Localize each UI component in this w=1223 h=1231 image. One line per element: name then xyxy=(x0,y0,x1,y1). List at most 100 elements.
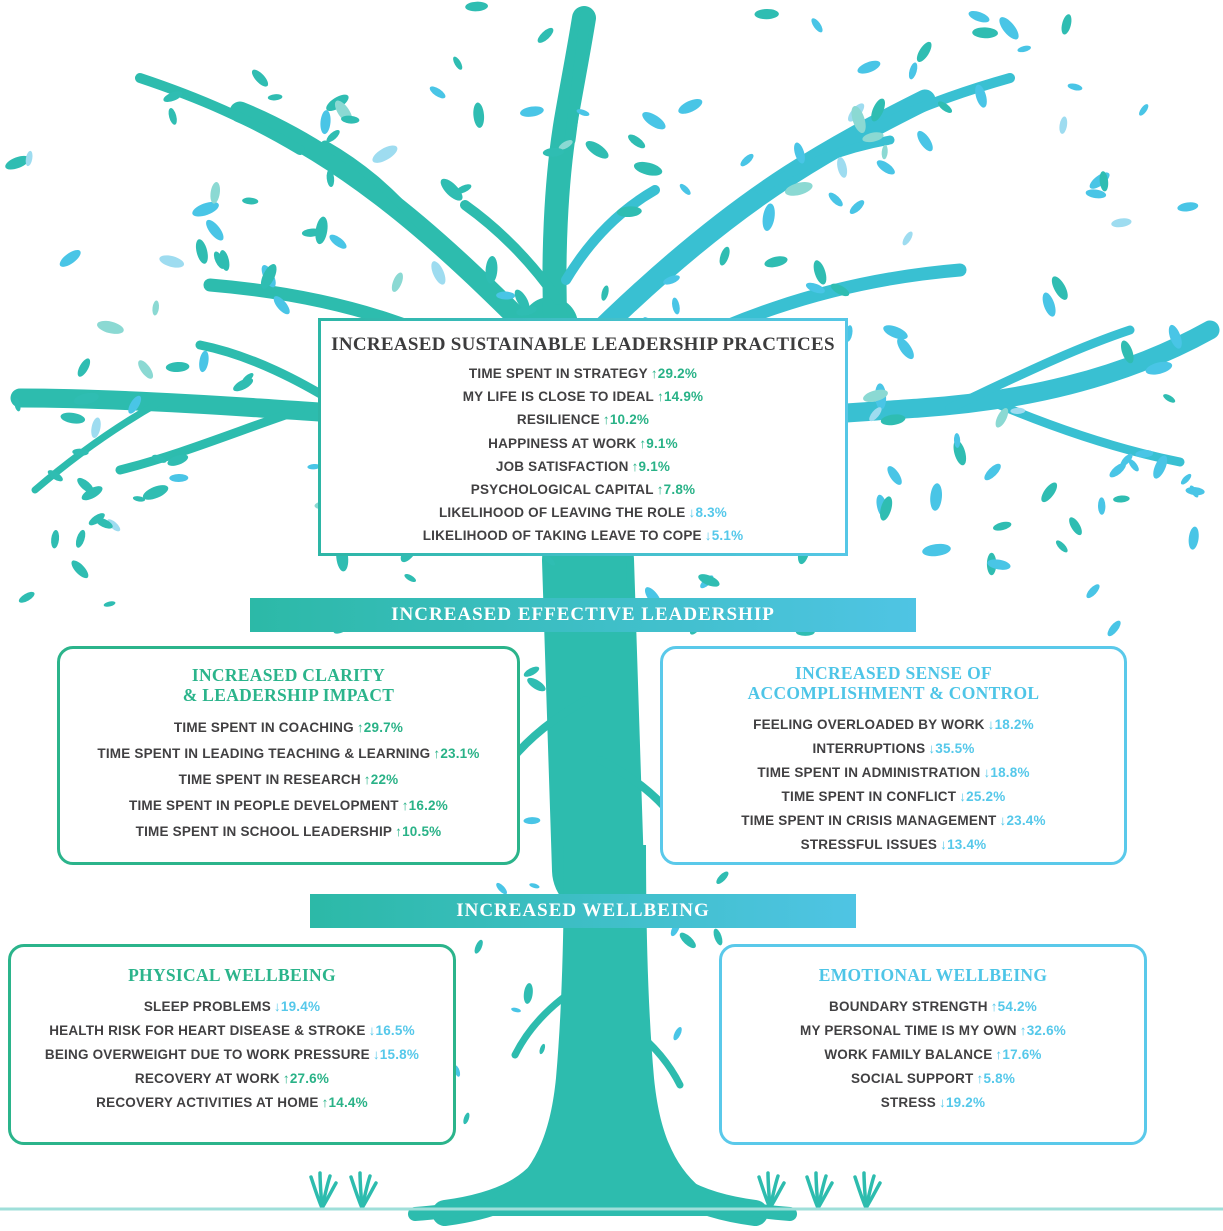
box-title: INCREASED SENSE OF ACCOMPLISHMENT & CONT… xyxy=(663,663,1124,703)
trend-arrow-icon: ↑ xyxy=(990,999,998,1014)
stat-delta: 14.9% xyxy=(663,389,704,405)
stat-delta: 19.4% xyxy=(280,999,321,1014)
banner-label: INCREASED EFFECTIVE LEADERSHIP xyxy=(391,604,775,625)
stat-delta: 10.5% xyxy=(402,824,442,839)
stat-delta: 8.3% xyxy=(695,505,728,521)
stat-label: STRESSFUL ISSUES xyxy=(800,837,938,852)
stat-item: SOCIAL SUPPORT↑5.8% xyxy=(722,1067,1144,1091)
stat-label: RECOVERY ACTIVITIES AT HOME xyxy=(96,1095,319,1110)
stat-label: MY LIFE IS CLOSE TO IDEAL xyxy=(462,389,655,405)
stat-label: BOUNDARY STRENGTH xyxy=(829,999,988,1014)
stat-delta: 15.8% xyxy=(379,1047,420,1062)
stat-label: TIME SPENT IN LEADING TEACHING & LEARNIN… xyxy=(97,746,431,761)
stat-item: TIME SPENT IN ADMINISTRATION↓18.8% xyxy=(663,761,1124,785)
trend-arrow-icon: ↑ xyxy=(356,720,364,735)
stat-delta: 9.1% xyxy=(638,458,671,474)
stat-value: ↑16.2% xyxy=(402,798,448,813)
trend-arrow-icon: ↓ xyxy=(372,1047,380,1062)
stat-item: TIME SPENT IN PEOPLE DEVELOPMENT↑16.2% xyxy=(60,793,517,819)
stat-value: ↓8.3% xyxy=(688,505,727,520)
stat-value: ↓16.5% xyxy=(369,1023,415,1038)
trend-arrow-icon: ↓ xyxy=(940,837,948,852)
stat-item: RECOVERY AT WORK↑27.6% xyxy=(11,1067,453,1091)
stat-item: HAPPINESS AT WORK↑9.1% xyxy=(321,432,845,455)
stat-value: ↑27.6% xyxy=(283,1071,329,1086)
stat-value: ↑29.7% xyxy=(357,720,403,735)
stat-list: TIME SPENT IN STRATEGY↑29.2% MY LIFE IS … xyxy=(321,362,845,548)
stat-value: ↑14.9% xyxy=(657,389,703,404)
stat-delta: 23.4% xyxy=(1006,813,1046,828)
stat-delta: 54.2% xyxy=(997,999,1037,1014)
stat-item: FEELING OVERLOADED BY WORK↓18.2% xyxy=(663,713,1124,737)
stat-value: ↑17.6% xyxy=(995,1047,1041,1062)
banner-label: INCREASED WELLBEING xyxy=(456,900,710,921)
stat-list: BOUNDARY STRENGTH↑54.2% MY PERSONAL TIME… xyxy=(722,995,1144,1115)
stat-delta: 5.1% xyxy=(711,528,744,544)
stat-item: TIME SPENT IN COACHING↑29.7% xyxy=(60,715,517,741)
stat-item: TIME SPENT IN STRATEGY↑29.2% xyxy=(321,362,845,385)
stat-label: INTERRUPTIONS xyxy=(812,741,926,756)
stat-item: TIME SPENT IN LEADING TEACHING & LEARNIN… xyxy=(60,741,517,767)
stat-label: TIME SPENT IN PEOPLE DEVELOPMENT xyxy=(129,798,399,813)
trend-arrow-icon: ↓ xyxy=(688,505,696,521)
clarity-leadership-impact-box: INCREASED CLARITY & LEADERSHIP IMPACT TI… xyxy=(57,646,520,865)
stat-delta: 10.2% xyxy=(609,412,650,428)
stat-item: STRESSFUL ISSUES↓13.4% xyxy=(663,833,1124,857)
trend-arrow-icon: ↓ xyxy=(983,765,991,780)
stat-value: ↑32.6% xyxy=(1020,1023,1066,1038)
stat-item: WORK FAMILY BALANCE↑17.6% xyxy=(722,1043,1144,1067)
stat-label: TIME SPENT IN COACHING xyxy=(173,720,354,735)
stat-delta: 18.2% xyxy=(994,717,1034,732)
stat-value: ↑54.2% xyxy=(991,999,1037,1014)
box-title: INCREASED SUSTAINABLE LEADERSHIP PRACTIC… xyxy=(331,334,835,355)
stat-value: ↑29.2% xyxy=(651,366,697,381)
stat-delta: 32.6% xyxy=(1026,1023,1066,1038)
trend-arrow-icon: ↑ xyxy=(395,824,403,839)
stat-delta: 29.2% xyxy=(657,366,698,381)
stat-value: ↑14.4% xyxy=(322,1095,368,1110)
stat-label: TIME SPENT IN ADMINISTRATION xyxy=(757,765,981,780)
stat-label: LIKELIHOOD OF TAKING LEAVE TO COPE xyxy=(422,528,702,544)
stat-label: RESILIENCE xyxy=(516,412,600,428)
stat-delta: 18.8% xyxy=(990,765,1030,780)
stat-label: TIME SPENT IN SCHOOL LEADERSHIP xyxy=(135,824,393,839)
stat-label: TIME SPENT IN RESEARCH xyxy=(178,772,361,787)
stat-item: TIME SPENT IN RESEARCH↑22% xyxy=(60,767,517,793)
trend-arrow-icon: ↑ xyxy=(995,1047,1003,1062)
stat-value: ↑23.1% xyxy=(433,746,479,761)
stat-value: ↓5.1% xyxy=(705,528,744,543)
stat-value: ↓18.2% xyxy=(988,717,1034,732)
trend-arrow-icon: ↑ xyxy=(321,1095,329,1110)
stat-label: LIKELIHOOD OF LEAVING THE ROLE xyxy=(438,505,686,521)
trend-arrow-icon: ↑ xyxy=(650,366,658,381)
stat-value: ↑7.8% xyxy=(657,482,696,497)
stat-delta: 14.4% xyxy=(328,1095,368,1110)
stat-delta: 9.1% xyxy=(646,435,678,451)
stat-item: LIKELIHOOD OF LEAVING THE ROLE↓8.3% xyxy=(321,501,845,524)
stat-value: ↓15.8% xyxy=(373,1047,419,1062)
stat-label: MY PERSONAL TIME IS MY OWN xyxy=(800,1023,1017,1038)
stat-item: TIME SPENT IN SCHOOL LEADERSHIP↑10.5% xyxy=(60,819,517,845)
stat-label: RECOVERY AT WORK xyxy=(134,1071,280,1086)
stat-delta: 17.6% xyxy=(1002,1047,1042,1062)
stat-label: HEALTH RISK FOR HEART DISEASE & STROKE xyxy=(49,1023,366,1038)
stat-label: FEELING OVERLOADED BY WORK xyxy=(753,717,985,732)
box-title: EMOTIONAL WELLBEING xyxy=(818,965,1048,985)
stat-delta: 7.8% xyxy=(663,482,696,498)
trend-arrow-icon: ↓ xyxy=(959,789,967,804)
trend-arrow-icon: ↓ xyxy=(928,741,936,756)
trend-arrow-icon: ↓ xyxy=(987,717,995,732)
stat-list: TIME SPENT IN COACHING↑29.7% TIME SPENT … xyxy=(60,715,517,845)
stat-item: PSYCHOLOGICAL CAPITAL↑7.8% xyxy=(321,478,845,501)
stat-list: FEELING OVERLOADED BY WORK↓18.2% INTERRU… xyxy=(663,713,1124,857)
stat-item: MY PERSONAL TIME IS MY OWN↑32.6% xyxy=(722,1019,1144,1043)
stat-value: ↓13.4% xyxy=(940,837,986,852)
trend-arrow-icon: ↓ xyxy=(938,1095,946,1110)
box-title-line2: & LEADERSHIP IMPACT xyxy=(182,685,395,705)
trend-arrow-icon: ↓ xyxy=(704,528,712,544)
stat-value: ↓19.2% xyxy=(939,1095,985,1110)
stat-item: STRESS↓19.2% xyxy=(722,1091,1144,1115)
stat-list: SLEEP PROBLEMS↓19.4% HEALTH RISK FOR HEA… xyxy=(11,995,453,1115)
stat-item: JOB SATISFACTION↑9.1% xyxy=(321,455,845,478)
